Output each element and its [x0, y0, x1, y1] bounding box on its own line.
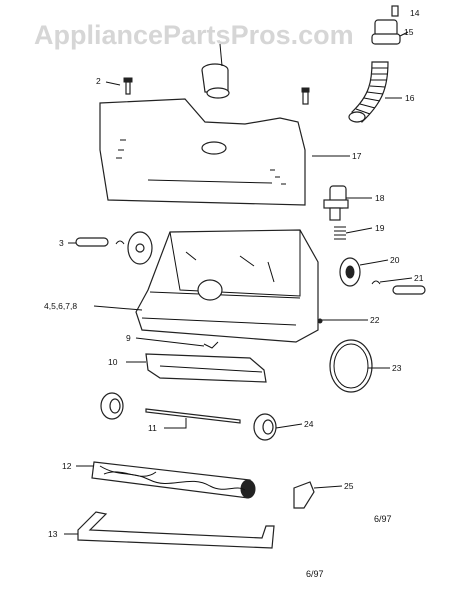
part-2-screw	[123, 77, 133, 95]
callout-14: 14	[410, 8, 420, 18]
date-label-2: 6/97	[306, 569, 324, 579]
part-20-wheel	[339, 257, 361, 287]
part-22-fastener	[317, 318, 323, 324]
callout-17: 17	[352, 151, 362, 161]
part-19-spring	[334, 226, 346, 240]
base-nozzle-housing	[135, 229, 319, 343]
callout-18: 18	[375, 193, 385, 203]
callout-15: 15	[404, 27, 414, 37]
leader-lines	[64, 31, 413, 535]
callout-4-8: 4,5,6,7,8	[44, 301, 77, 311]
callout-10: 10	[108, 357, 118, 367]
callout-3: 3	[59, 238, 64, 248]
part-12-brushroll	[91, 461, 256, 499]
screw-icon	[301, 87, 310, 105]
watermark-text: AppliancePartsPros.com	[34, 20, 354, 50]
part-9-clip	[203, 341, 219, 349]
callout-12: 12	[62, 461, 72, 471]
part-13-bumper	[77, 511, 275, 549]
part-21-axle	[371, 280, 426, 295]
callout-2: 2	[96, 76, 101, 86]
part-10-bottom-plate	[145, 353, 267, 383]
brushroll-end-cap-left	[100, 392, 124, 420]
part-24-end-cap	[253, 413, 277, 441]
part-1-elbow	[201, 63, 230, 99]
part-15-swivel-connector	[371, 5, 401, 45]
part-11-shaft	[145, 408, 241, 424]
part-18-connector	[323, 185, 349, 221]
callout-22: 22	[370, 315, 380, 325]
callout-21: 21	[414, 273, 424, 283]
callout-20: 20	[390, 255, 400, 265]
callout-23: 23	[392, 363, 402, 373]
part-23-belt	[329, 339, 373, 393]
callout-25: 25	[344, 481, 354, 491]
part-17-hood-cover	[99, 98, 306, 206]
part-25-bracket	[293, 481, 315, 509]
callout-9: 9	[126, 333, 131, 343]
date-label-1: 6/97	[374, 514, 392, 524]
callout-19: 19	[375, 223, 385, 233]
callout-24: 24	[304, 419, 314, 429]
part-16-hose	[348, 61, 389, 123]
callout-16: 16	[405, 93, 415, 103]
part-3-axle	[75, 237, 109, 247]
left-wheel	[115, 231, 153, 265]
callout-13: 13	[48, 529, 58, 539]
callout-11: 11	[148, 423, 157, 433]
